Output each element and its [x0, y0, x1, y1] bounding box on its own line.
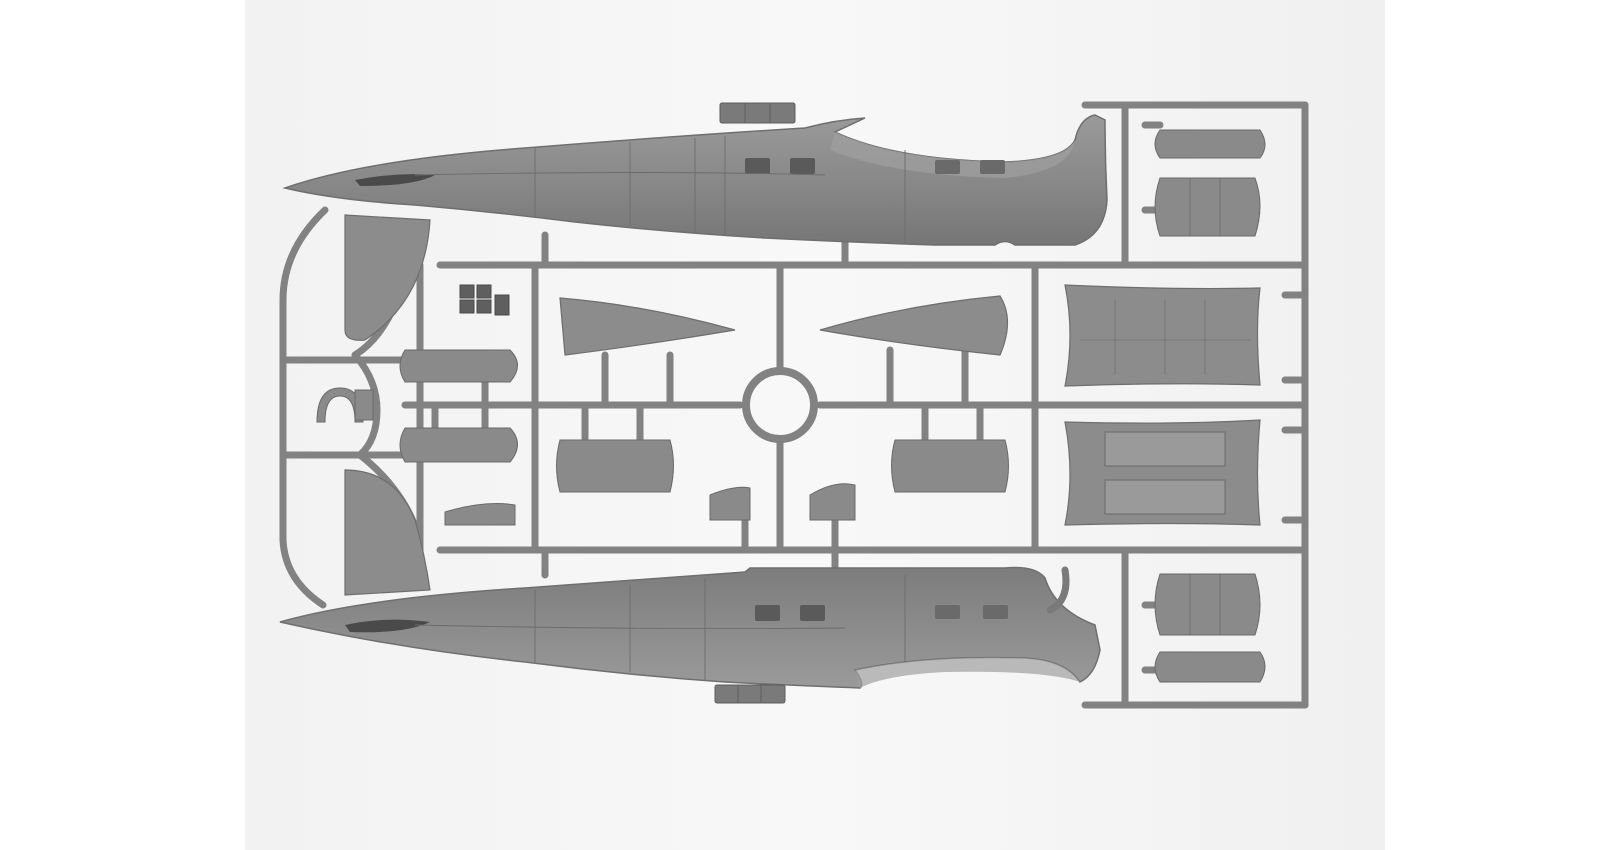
- door-panels-center: [556, 439, 1009, 521]
- center-ring: [742, 367, 818, 443]
- photo-backdrop: [245, 0, 1385, 850]
- small-panel: [354, 389, 374, 421]
- door-panels-right: [1154, 129, 1266, 683]
- tail-fin-bottom: [344, 469, 431, 596]
- canopy-frame: [316, 387, 364, 423]
- small-blocks: [459, 284, 510, 316]
- fuselage-half-top: [282, 102, 1108, 246]
- sprue-runners: [279, 101, 1309, 709]
- wheel-well-panel-upper: [1064, 284, 1261, 387]
- tail-fin-top: [344, 214, 431, 341]
- fuselage-half-bottom: [279, 566, 1101, 704]
- stabilizer-left: [559, 297, 736, 356]
- wheel-well-panel-lower: [1064, 419, 1261, 526]
- door-panels-left: [399, 349, 518, 526]
- strut-part: [1046, 566, 1070, 614]
- stabilizer-right: [819, 295, 1009, 356]
- sprue-photo: [245, 0, 1385, 850]
